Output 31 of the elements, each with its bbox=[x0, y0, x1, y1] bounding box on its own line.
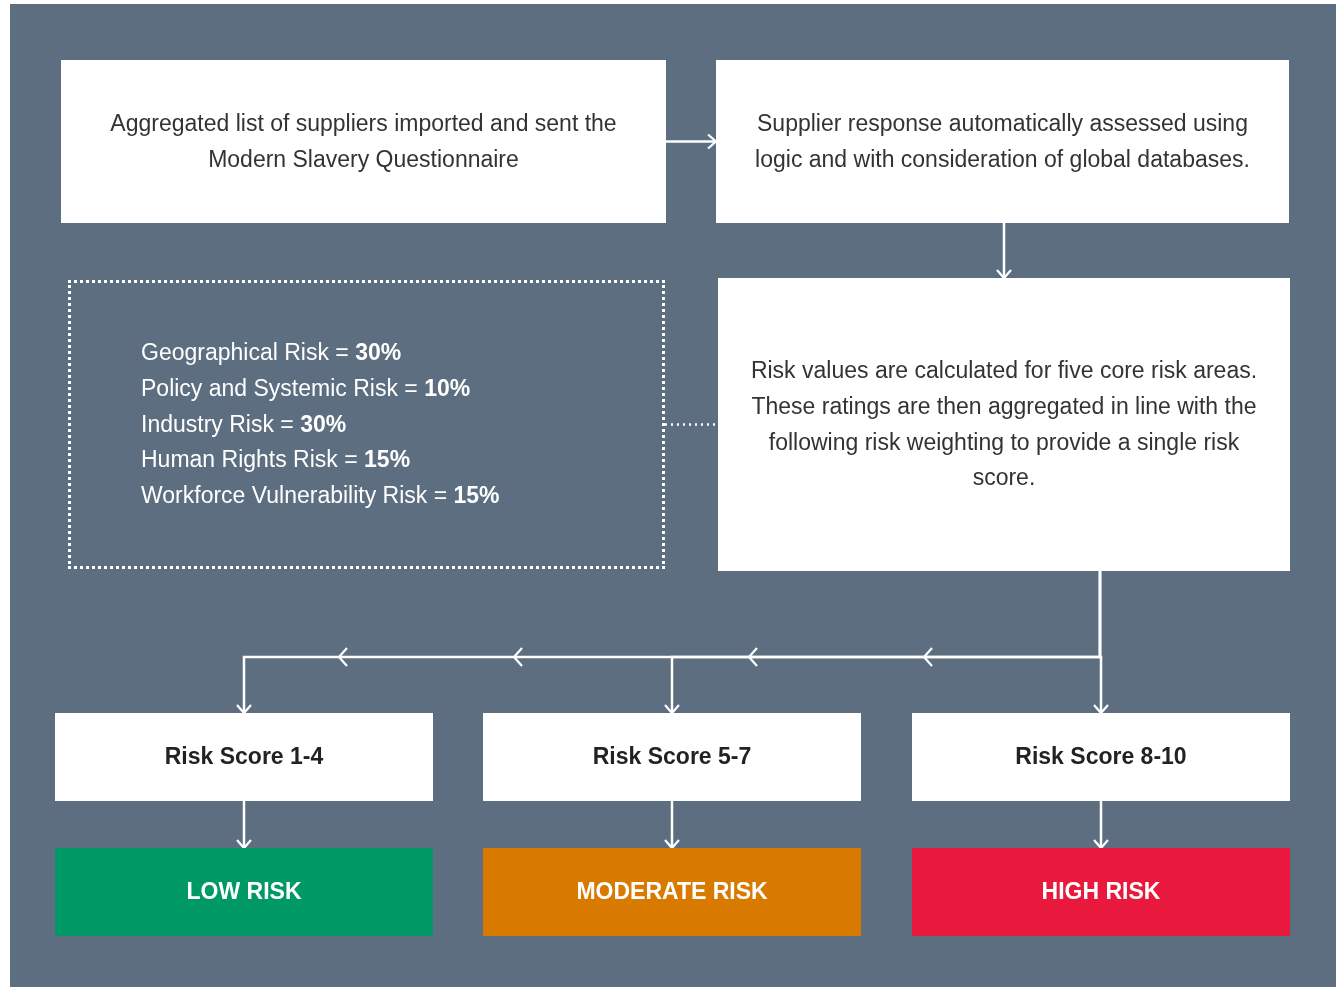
arrow bbox=[663, 801, 681, 850]
weighting-text: Geographical Risk = 30% bbox=[141, 338, 402, 368]
box-text: Risk values are calculated for five core risk areas. These ratings are then aggregated in line with the following risk weighting to provide a single risk score. bbox=[749, 356, 1259, 493]
result-box bbox=[912, 848, 1290, 936]
box-text: HIGH RISK bbox=[1041, 877, 1161, 907]
box-text: Risk Score 1-4 bbox=[164, 742, 324, 772]
box-text: Supplier response automatically assessed using logic and with consideration of global databases. bbox=[754, 108, 1251, 174]
result-box bbox=[483, 848, 861, 936]
dotted-connector bbox=[665, 423, 718, 426]
arrow bbox=[666, 133, 718, 150]
process-box bbox=[716, 60, 1289, 223]
weighting-text: Industry Risk = 30% bbox=[141, 409, 347, 439]
box-text: Risk Score 5-7 bbox=[592, 742, 752, 772]
box-text: LOW RISK bbox=[186, 877, 302, 907]
process-box bbox=[483, 713, 861, 801]
process-box bbox=[718, 278, 1290, 571]
process-box bbox=[55, 713, 433, 801]
arrow bbox=[235, 801, 253, 850]
arrow bbox=[1092, 571, 1110, 715]
box-text: Aggregated list of suppliers imported and sent the Modern Slavery Questionnaire bbox=[109, 108, 618, 174]
box-text: Risk Score 8-10 bbox=[1015, 742, 1187, 772]
box-text: MODERATE RISK bbox=[576, 877, 768, 907]
weighting-text: Workforce Vulnerability Risk = 15% bbox=[141, 480, 500, 510]
arrow bbox=[1092, 801, 1110, 850]
process-box bbox=[912, 713, 1290, 801]
process-box bbox=[61, 60, 666, 223]
weighting-box bbox=[68, 280, 665, 569]
result-box bbox=[55, 848, 433, 936]
weighting-text: Human Rights Risk = 15% bbox=[141, 445, 411, 475]
arrow bbox=[995, 223, 1013, 280]
weighting-text: Policy and Systemic Risk = 10% bbox=[141, 374, 471, 404]
